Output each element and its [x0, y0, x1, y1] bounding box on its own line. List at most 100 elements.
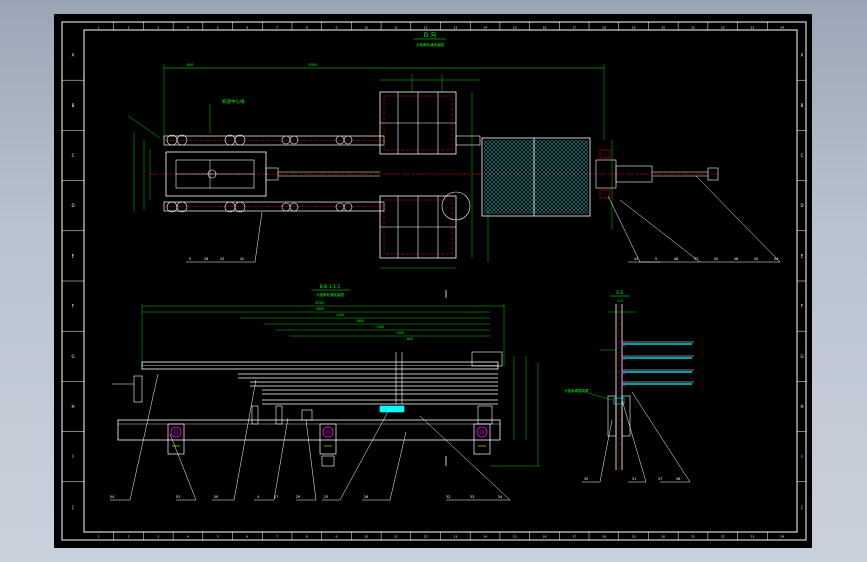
row-label: F [72, 304, 75, 309]
callout-number: 47 [694, 257, 698, 261]
col-label: 18 [602, 535, 606, 539]
callout-number: 32 [446, 495, 450, 499]
callout-number: 27 [274, 495, 278, 499]
col-label: 13 [453, 535, 457, 539]
dimension-text: 2650 [316, 307, 324, 311]
col-label: 13 [453, 26, 457, 30]
col-label: 2 [128, 26, 130, 30]
col-label: 4 [187, 26, 189, 30]
col-label: 18 [602, 26, 606, 30]
col-label: 20 [661, 535, 665, 539]
col-label: 14 [483, 535, 487, 539]
col-label: 14 [483, 26, 487, 30]
callout-number: 44 [774, 257, 779, 261]
row-label: C [72, 153, 75, 158]
col-label: 3 [157, 26, 159, 30]
side-view-subtitle: 1:5 [617, 299, 623, 303]
col-label: 12 [424, 535, 428, 539]
callout-number: 5 [189, 257, 191, 261]
col-label: 15 [513, 26, 517, 30]
row-label: G [800, 354, 803, 359]
col-label: 6 [246, 26, 248, 30]
row-label: I [72, 454, 73, 459]
col-label: 11 [394, 26, 398, 30]
row-label: B [72, 103, 75, 108]
callout-number: 36 [676, 477, 680, 481]
callout-number: 33 [470, 495, 474, 499]
callout-number: 25 [324, 495, 328, 499]
support-block-1 [167, 423, 185, 455]
front-view-title: B-B 1:1.5 [320, 284, 341, 290]
centerline-note: 机道中心线 [222, 98, 245, 105]
col-label: 10 [364, 535, 368, 539]
row-label: I [801, 454, 802, 459]
side-view-note: 大链条调整装置 [564, 388, 589, 393]
row-label: E [801, 253, 804, 258]
model-viewport[interactable] [54, 14, 812, 548]
side-view-title: E-E [616, 290, 623, 296]
col-label: 16 [543, 535, 547, 539]
top-dim-total: 9350 [309, 63, 318, 67]
support-block-2 [319, 423, 337, 467]
row-label: D [800, 203, 803, 208]
callout-number: 43 [220, 257, 224, 261]
col-label: 7 [276, 535, 278, 539]
callout-number: 28 [204, 257, 208, 261]
support-block-3 [473, 423, 491, 455]
col-label: 7 [276, 26, 278, 30]
callout-number: 46 [734, 257, 738, 261]
col-label: 5 [217, 26, 219, 30]
col-label: 10 [364, 26, 368, 30]
front-view: B-B 1:1.5 大链条轨道安装图 8700 2650140016001300… [110, 284, 540, 501]
col-label: 1 [98, 26, 100, 30]
col-label: 21 [691, 26, 695, 30]
dimension-text: 800 [407, 337, 413, 341]
callout-number: 31 [632, 477, 636, 481]
dimension-text: 1000 [396, 331, 404, 335]
col-label: 8 [306, 26, 308, 30]
row-label: J [71, 504, 73, 509]
row-label: A [801, 53, 804, 58]
col-label: 17 [572, 535, 576, 539]
row-label: H [800, 404, 803, 409]
callout-number: 50 [214, 495, 218, 499]
col-label: 16 [543, 26, 547, 30]
callout-number: 45 [754, 257, 758, 261]
col-label: 3 [157, 535, 159, 539]
side-view: E-E 1:5 [564, 290, 694, 483]
top-dim-left: 650 [187, 63, 194, 67]
col-label: 24 [780, 535, 784, 539]
callout-number: 54 [110, 495, 115, 499]
row-label: B [801, 103, 804, 108]
col-label: 4 [187, 535, 189, 539]
col-label: 21 [691, 535, 695, 539]
top-view-title: D 向 [424, 31, 437, 39]
col-label: 2 [128, 535, 130, 539]
dimension-text: 1400 [336, 313, 344, 317]
callout-number: 53 [176, 495, 180, 499]
col-label: 19 [632, 535, 636, 539]
row-label: A [72, 53, 75, 58]
row-label: E [72, 253, 75, 258]
callout-number: 26 [364, 495, 368, 499]
col-label: 22 [721, 26, 725, 30]
col-label: 9 [336, 26, 338, 30]
dimension-text: 1600 [356, 319, 364, 323]
col-label: 23 [751, 535, 755, 539]
col-label: 8 [306, 535, 308, 539]
col-label: 6 [246, 535, 248, 539]
col-label: 9 [336, 535, 338, 539]
callout-number: 29 [296, 495, 300, 499]
mesh-panel [481, 137, 591, 217]
front-view-subtitle: 大链条轨道安装图 [316, 292, 344, 297]
